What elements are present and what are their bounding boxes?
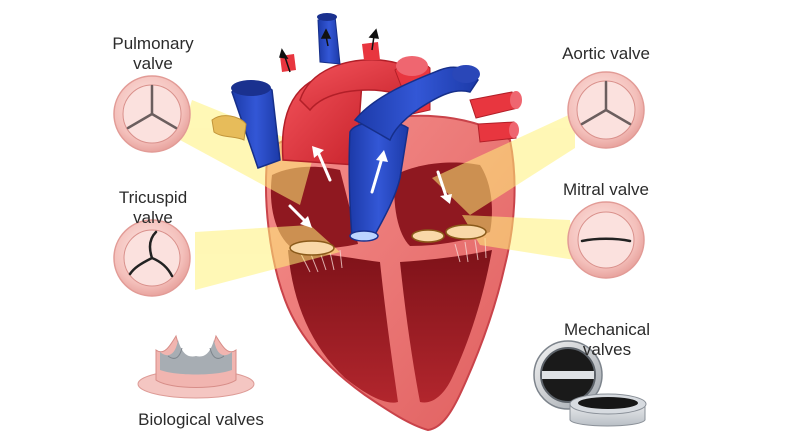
label-biological-line1: Biological valves [138,410,264,429]
label-pulmonary-valve: Pulmonary valve [108,34,198,74]
carotid-branch-1 [280,54,296,72]
arrow-tricuspid-inflow [288,204,308,224]
label-pulmonary-line2: valve [133,54,173,73]
aortic-valve-closeup [567,71,645,149]
label-mechanical-line1: Mechanical [564,320,650,339]
label-biological-valves: Biological valves [126,410,276,430]
tricuspid-valve-closeup [113,219,191,297]
outflow-arrows-top [279,28,379,73]
mechanical-valve-illustration [533,340,647,427]
label-pulmonary-line1: Pulmonary [112,34,194,53]
arrow-pulmonary-outflow [316,150,332,182]
mitral-valve-closeup [567,201,645,279]
tricuspid-ring [289,240,335,256]
label-mechanical-line2: valves [582,340,632,359]
label-tricuspid-line1: Tricuspid [118,188,188,207]
pulmonary-ring [349,230,379,242]
label-mitral-valve: Mitral valve [546,180,666,200]
label-mechanical-valves: Mechanical valves [552,320,662,360]
left-ventricle [400,250,492,403]
arrow-aortic-outflow [370,156,384,194]
mitral-ring [445,224,487,240]
right-ventricle [288,250,398,403]
label-tricuspid-line2: valve [133,208,173,227]
carotid-branch-2 [362,42,380,60]
pulmonary-vein-arch [353,66,479,142]
brachiocephalic-artery [317,15,341,65]
biological-valve-illustration [137,334,255,399]
beam-aortic [432,112,575,215]
aortic-ring [411,229,445,243]
label-mitral-line1: Mitral valve [563,180,649,199]
label-aortic-valve: Aortic valve [546,44,666,64]
label-aortic-line1: Aortic valve [562,44,650,63]
pulmonary-valve-closeup [113,75,191,153]
heart-valve-rings [289,224,487,256]
arrow-mitral-inflow [436,170,448,198]
beam-mitral [462,215,575,260]
label-tricuspid-valve: Tricuspid valve [108,188,198,228]
coronary-vessel [211,115,247,141]
pulmonary-vein-2 [477,121,517,143]
great-vessels [211,13,522,241]
flow-arrows [288,146,452,228]
